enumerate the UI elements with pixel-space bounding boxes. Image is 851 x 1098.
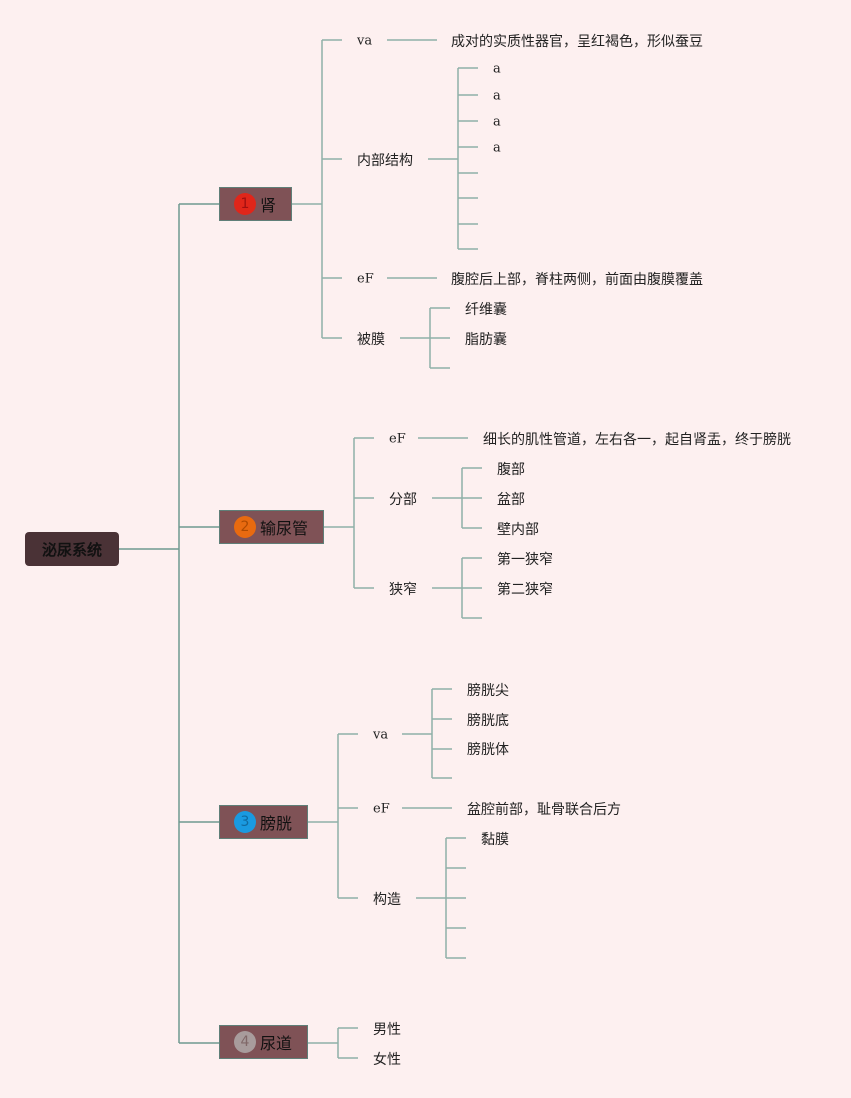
leaf[interactable]: 壁内部	[497, 522, 539, 538]
topic-desc[interactable]: 细长的肌性管道，左右各一，起自肾盂，终于膀胱	[483, 432, 791, 448]
number-badge: 1	[234, 193, 256, 215]
leaf[interactable]: 女性	[373, 1052, 401, 1068]
topic[interactable]: va	[357, 33, 373, 49]
leaf[interactable]: 盆部	[497, 492, 525, 508]
node-label: 输尿管	[260, 519, 309, 538]
topic[interactable]: 构造	[373, 892, 401, 908]
leaf[interactable]: 黏膜	[481, 832, 509, 848]
leaf[interactable]: 纤维囊	[465, 302, 507, 318]
topic[interactable]: eF	[357, 271, 374, 287]
number-badge: 3	[234, 811, 256, 833]
leaf[interactable]: a	[493, 88, 501, 104]
leaf[interactable]: 膀胱底	[467, 713, 509, 729]
topic-desc[interactable]: 腹腔后上部，脊柱两侧，前面由腹膜覆盖	[451, 272, 703, 288]
topic-desc[interactable]: 盆腔前部，耻骨联合后方	[467, 802, 621, 818]
topic[interactable]: va	[373, 727, 389, 743]
leaf[interactable]: 第二狭窄	[497, 582, 553, 598]
topic[interactable]: eF	[389, 431, 406, 447]
leaf[interactable]: a	[493, 114, 501, 130]
node-label: 膀胱	[260, 814, 293, 833]
number-badge: 4	[234, 1031, 256, 1053]
topic-desc[interactable]: 成对的实质性器官，呈红褐色，形似蚕豆	[451, 34, 703, 50]
topic[interactable]: 内部结构	[357, 153, 413, 169]
topic[interactable]: 被膜	[357, 332, 385, 348]
leaf[interactable]: 第一狭窄	[497, 552, 553, 568]
topic[interactable]: eF	[373, 801, 390, 817]
leaf[interactable]: 脂肪囊	[465, 332, 507, 348]
topic[interactable]: 分部	[389, 492, 417, 508]
root-label: 泌尿系统	[41, 540, 102, 559]
leaf[interactable]: a	[493, 61, 501, 77]
leaf[interactable]: 男性	[373, 1022, 401, 1038]
leaf[interactable]: 膀胱尖	[467, 683, 509, 699]
leaf[interactable]: a	[493, 140, 501, 156]
number-badge: 2	[234, 516, 256, 538]
node-label: 尿道	[260, 1034, 293, 1053]
topic[interactable]: 狭窄	[389, 582, 417, 598]
root-node[interactable]: 泌尿系统	[25, 532, 119, 566]
node-label: 肾	[260, 196, 277, 215]
leaf[interactable]: 腹部	[497, 462, 525, 478]
leaf[interactable]: 膀胱体	[467, 742, 509, 758]
